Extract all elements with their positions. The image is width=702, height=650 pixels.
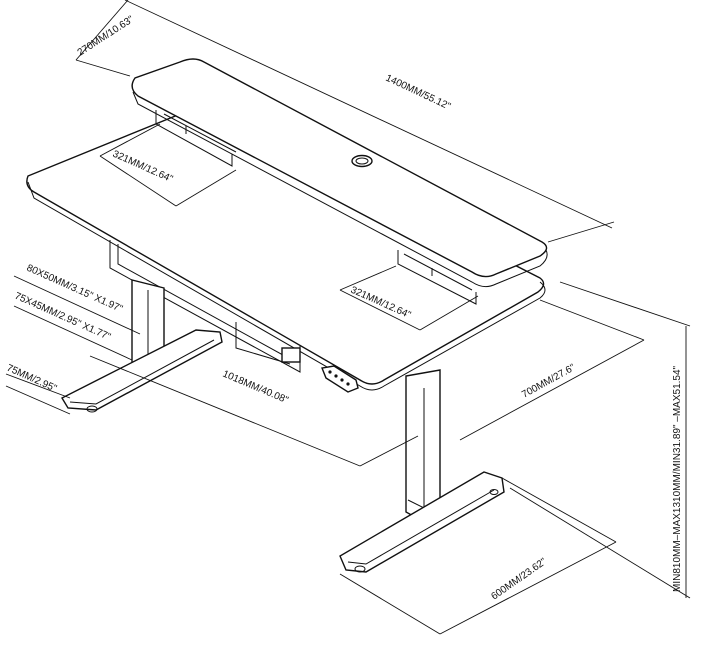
label-leg-span: 1018MM/40.08" — [221, 369, 290, 407]
right-leg — [405, 369, 441, 523]
dimension-lines — [5, 0, 691, 635]
desk-frame — [109, 240, 301, 373]
label-foot-depth: 600MM/23.62" — [489, 556, 549, 602]
shelf-support-right — [397, 250, 477, 305]
label-desk-depth: 700MM/27.6" — [520, 362, 577, 401]
shelf-support-left — [155, 110, 237, 167]
top-shelf — [131, 58, 548, 288]
control-panel — [321, 365, 359, 393]
left-foot — [61, 329, 223, 413]
label-shelf-width: 1400MM/55.12" — [384, 73, 453, 113]
cable-grommet — [351, 154, 373, 168]
label-shelf-depth: 270MM/10.63" — [76, 14, 137, 59]
label-height: MIN810MM–MAX1310MM/MIN31.89" –MAX51.54" — [672, 365, 683, 592]
label-foot-width: 75MM/2.95" — [5, 363, 59, 395]
right-foot — [339, 471, 505, 573]
